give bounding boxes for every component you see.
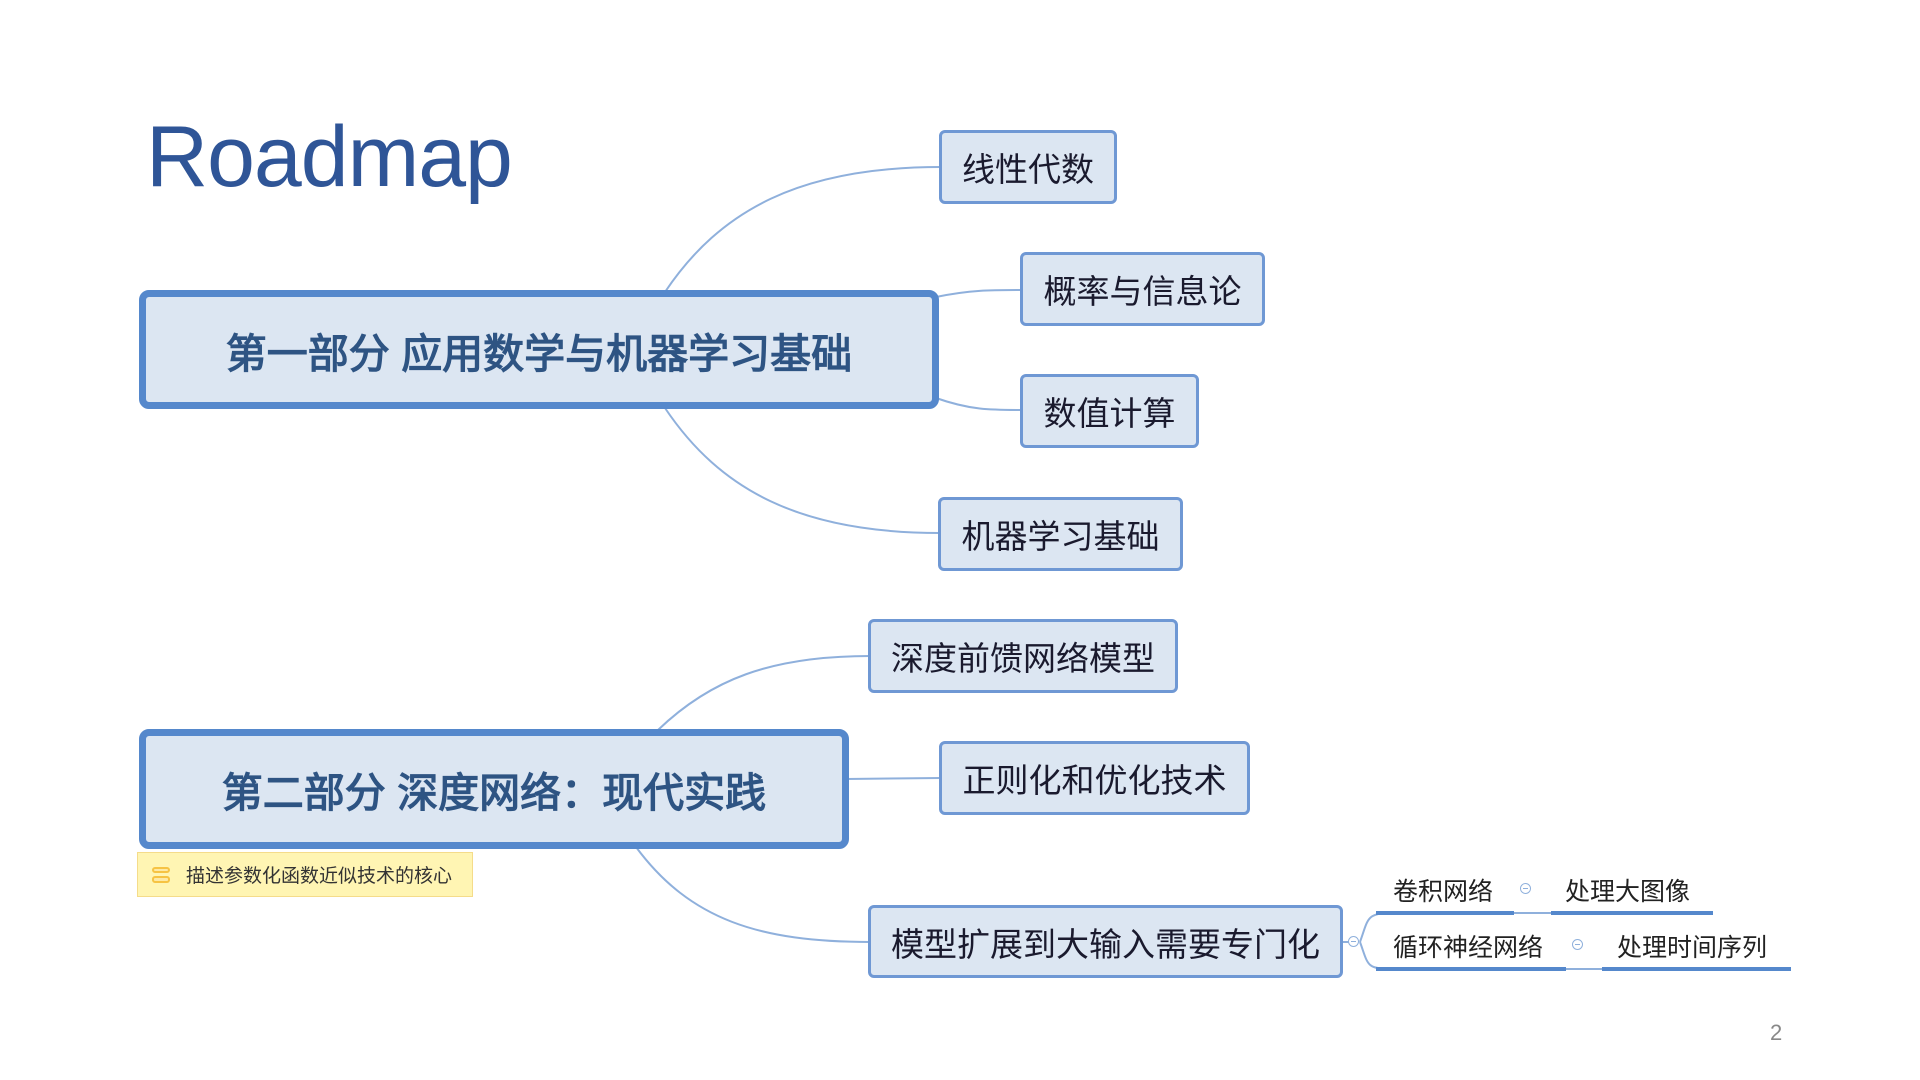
underline [1376,911,1514,915]
node-linear-algebra[interactable]: 线性代数 [939,130,1117,204]
part2-note: 描述参数化函数近似技术的核心 [137,852,473,897]
connector-numerical [935,397,1023,411]
connector-probability [935,289,1023,298]
sub-rnn-detail[interactable]: 处理时间序列 [1617,934,1768,962]
page-title: Roadmap [146,109,513,205]
node-numerical-computation[interactable]: 数值计算 [1020,374,1199,448]
collapse-icon[interactable] [1348,936,1359,947]
note-icon [152,866,170,883]
connector-sub-cnn [1359,912,1391,943]
underline [1602,967,1791,971]
page-number: 2 [1770,1020,1783,1045]
sub-rnn[interactable]: 循环神经网络 [1393,934,1544,962]
node-probability-information[interactable]: 概率与信息论 [1020,252,1265,326]
sub-cnn-detail[interactable]: 处理大图像 [1565,878,1691,906]
node-ml-basics[interactable]: 机器学习基础 [938,497,1183,571]
connector-linear-algebra [664,166,942,293]
node-regularization[interactable]: 正则化和优化技术 [939,741,1250,815]
note-text: 描述参数化函数近似技术的核心 [186,866,453,887]
sub-cnn[interactable]: 卷积网络 [1393,878,1494,906]
connector-regularization [845,777,942,780]
part1-node[interactable]: 第一部分 应用数学与机器学习基础 [139,290,939,409]
connector-large-input [635,846,871,943]
part2-node[interactable]: 第二部分 深度网络：现代实践 [139,729,849,849]
underline [1376,967,1566,971]
connector-ml-basics [664,407,941,534]
node-feedforward[interactable]: 深度前馈网络模型 [868,619,1178,693]
connector-sub-rnn [1359,941,1391,970]
connector-feedforward [657,655,871,731]
collapse-icon[interactable] [1520,883,1531,894]
underline [1551,911,1713,915]
collapse-icon[interactable] [1572,939,1583,950]
node-large-input[interactable]: 模型扩展到大输入需要专门化 [868,905,1343,978]
